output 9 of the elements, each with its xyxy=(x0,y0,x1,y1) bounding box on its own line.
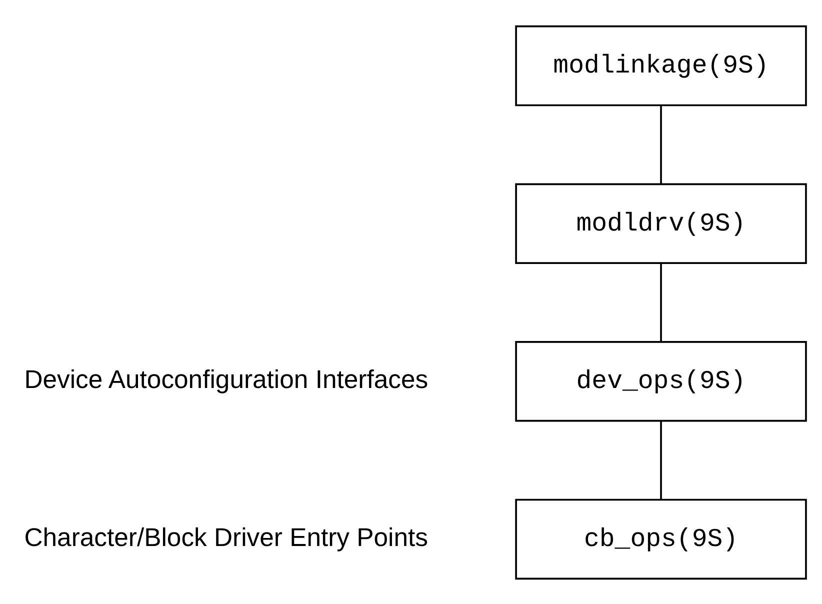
connector xyxy=(660,105,662,184)
node-box: modldrv(9S) xyxy=(515,182,807,264)
connector xyxy=(660,263,662,342)
label: Device Autoconfiguration Interfaces xyxy=(24,366,428,394)
node-box: cb_ops(9S) xyxy=(515,498,807,580)
node-box: dev_ops(9S) xyxy=(515,340,807,422)
node-box: modlinkage(9S) xyxy=(515,24,807,106)
connector xyxy=(660,420,662,500)
label: Character/Block Driver Entry Points xyxy=(24,524,428,552)
